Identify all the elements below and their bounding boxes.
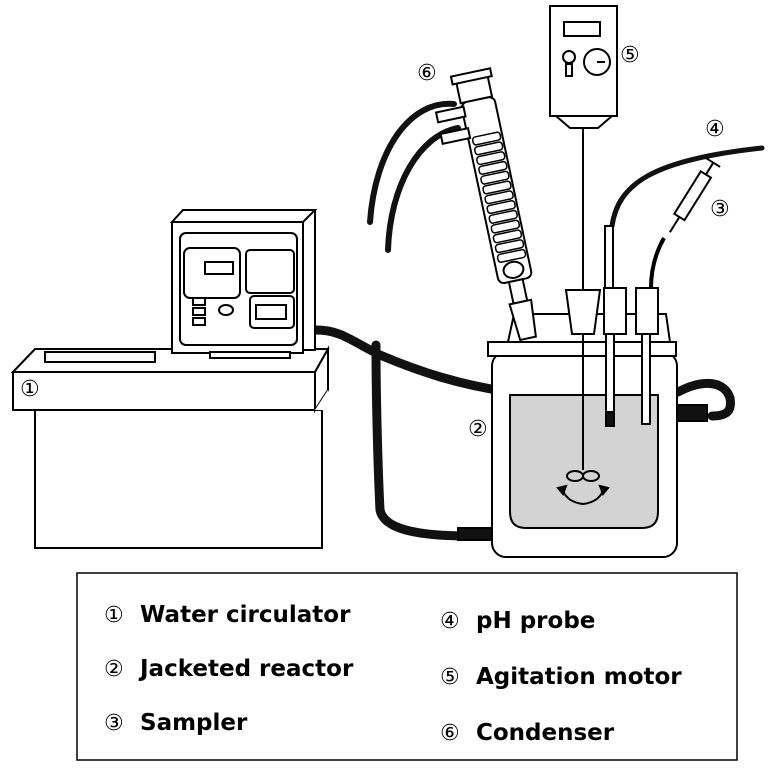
stirrer-guide [564, 289, 602, 335]
circulator-tubing [311, 325, 735, 541]
outlet-tube [311, 325, 515, 397]
head-foot [209, 351, 291, 359]
condenser-hose-upper [367, 100, 457, 225]
legend-label-condenser: Condenser [476, 720, 615, 746]
temperature-display [204, 261, 234, 275]
water-circulator [10, 209, 330, 549]
motor-indicator [562, 50, 576, 64]
syringe-plunger [705, 162, 715, 176]
condenser-inlet [434, 105, 467, 124]
legend-label-ph-probe: pH probe [476, 608, 595, 634]
stirrer [556, 289, 610, 506]
legend-num-4: ④ [440, 609, 460, 634]
agitation-motor [549, 5, 618, 290]
motor-chuck [553, 115, 615, 129]
sampler-tube [649, 237, 666, 289]
legend-label-sampler: Sampler [140, 710, 248, 736]
legend-label-water-circulator: Water circulator [140, 602, 351, 628]
callout-water-circulator: ① [20, 377, 40, 402]
ph-probe [603, 225, 627, 427]
sampler [635, 157, 721, 425]
jacket-outlet-port [676, 404, 708, 422]
condenser-hoses [367, 100, 461, 253]
button-2 [192, 307, 206, 316]
condenser-coil [471, 131, 527, 263]
legend-num-1: ① [104, 603, 124, 628]
legend-box [76, 572, 738, 761]
condenser-stem [507, 277, 529, 305]
condenser-bottom-joint [508, 298, 537, 342]
callout-condenser: ⑥ [417, 61, 437, 86]
return-tube [371, 340, 475, 541]
button-1 [192, 297, 206, 306]
motor-display [563, 21, 601, 37]
legend-num-3: ③ [104, 711, 124, 736]
condenser [434, 67, 537, 342]
legend-num-2: ② [104, 657, 124, 682]
sampler-stem [641, 333, 651, 425]
callout-jacketed-reactor: ② [468, 417, 488, 442]
ph-probe-tip [605, 411, 615, 427]
jacket-inlet-port [457, 527, 493, 541]
legend-num-6: ⑥ [440, 721, 460, 746]
circulator-top-band [12, 371, 316, 411]
condenser-hose-lower [385, 125, 461, 253]
ph-probe-body [604, 225, 614, 291]
control-knob [218, 304, 234, 316]
syringe-barrel [672, 170, 713, 222]
stirring-arrow [561, 487, 605, 506]
panel-window [245, 249, 295, 294]
condenser-outlet [439, 127, 472, 145]
probe-cable [609, 145, 765, 229]
syringe [669, 157, 721, 233]
legend-label-jacketed-reactor: Jacketed reactor [138, 656, 354, 682]
jacket-outlet-tube [673, 378, 735, 421]
ph-probe-cable [609, 145, 765, 229]
circulator-base [34, 409, 323, 549]
legend-label-agitation-motor: Agitation motor [476, 664, 682, 690]
button-3 [192, 317, 206, 326]
impeller-blade-right [582, 470, 600, 482]
callout-sampler: ③ [710, 197, 730, 222]
legend-num-5: ⑤ [440, 665, 460, 690]
callout-ph-probe: ④ [705, 117, 725, 142]
callout-agitation-motor: ⑤ [620, 43, 640, 68]
ph-probe-holder [603, 287, 627, 335]
syringe-needle [669, 216, 681, 233]
sampler-holder [635, 287, 659, 335]
circulator-lid-slot [44, 351, 156, 363]
